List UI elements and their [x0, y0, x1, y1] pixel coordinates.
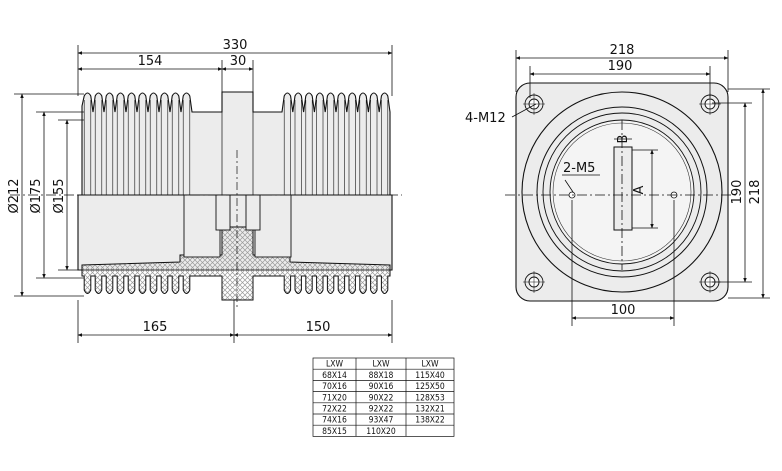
table-header-cell: LXW	[421, 360, 438, 370]
bolt-holes	[523, 93, 721, 293]
table-cell: 92X22	[369, 405, 394, 415]
front-view: 330 154 30 165 150 Ø212 Ø175 Ø155	[7, 38, 402, 343]
table-cell: 88X18	[369, 371, 394, 381]
table-border	[312, 357, 455, 437]
table-cell: 70X16	[322, 382, 347, 392]
front-dim-lines	[10, 45, 402, 343]
dim-total-length: 330	[223, 38, 248, 53]
label-slot-b: B	[616, 135, 631, 144]
right-insert	[245, 194, 261, 231]
table-header-cell: LXW	[372, 360, 389, 370]
bolt-hole-top-right	[699, 93, 721, 115]
dim-bottom-left: 165	[143, 320, 168, 335]
dim-flange-width: 218	[610, 43, 635, 58]
left-boss	[183, 194, 221, 258]
side-view: 218 190 190 218 100 4-M12 2-M5 A B	[465, 43, 770, 326]
table-cell: 128X53	[415, 393, 445, 403]
side-dim-lines	[505, 50, 770, 326]
table-cell: 90X22	[369, 393, 394, 403]
label-small-screws: 2-M5	[563, 161, 595, 176]
dim-slot-width: 100	[611, 303, 636, 318]
dim-bolt-spacing-vertical: 190	[730, 180, 745, 205]
table-cell: 132X21	[415, 405, 445, 415]
table-cell: 74X16	[322, 416, 347, 426]
dim-half-length: 154	[138, 54, 163, 69]
table-cell: 71X20	[322, 393, 347, 403]
label-slot-a: A	[632, 185, 647, 194]
center-slot	[613, 146, 633, 231]
dim-bottom-right: 150	[306, 320, 331, 335]
table-cell: 138X22	[415, 416, 445, 426]
table-cell: 72X22	[322, 405, 347, 415]
table-cell: 68X14	[322, 371, 347, 381]
right-boss	[254, 194, 292, 258]
dim-flange-height: 218	[748, 180, 763, 205]
table-cell: 90X16	[369, 382, 394, 392]
front-details	[83, 92, 389, 310]
table-cell: 115X40	[415, 371, 445, 381]
bolt-hole-bottom-left	[523, 271, 545, 293]
table-cell: 93X47	[369, 416, 394, 426]
dim-dia-inner: Ø155	[52, 178, 67, 213]
dim-dia-mid: Ø175	[29, 178, 44, 213]
inner-ring	[542, 112, 702, 272]
section-hatch	[81, 226, 391, 301]
label-mount-bolts: 4-M12	[465, 111, 506, 126]
table-cell: 125X50	[415, 382, 445, 392]
dim-dia-outer: Ø212	[7, 178, 22, 213]
table-cell: 85X15	[322, 427, 347, 437]
table-cell: 110X20	[366, 427, 396, 437]
dim-bolt-spacing: 190	[608, 59, 633, 74]
dim-center-width: 30	[230, 54, 247, 69]
left-insert	[215, 194, 231, 231]
table-header-cell: LXW	[326, 360, 343, 370]
